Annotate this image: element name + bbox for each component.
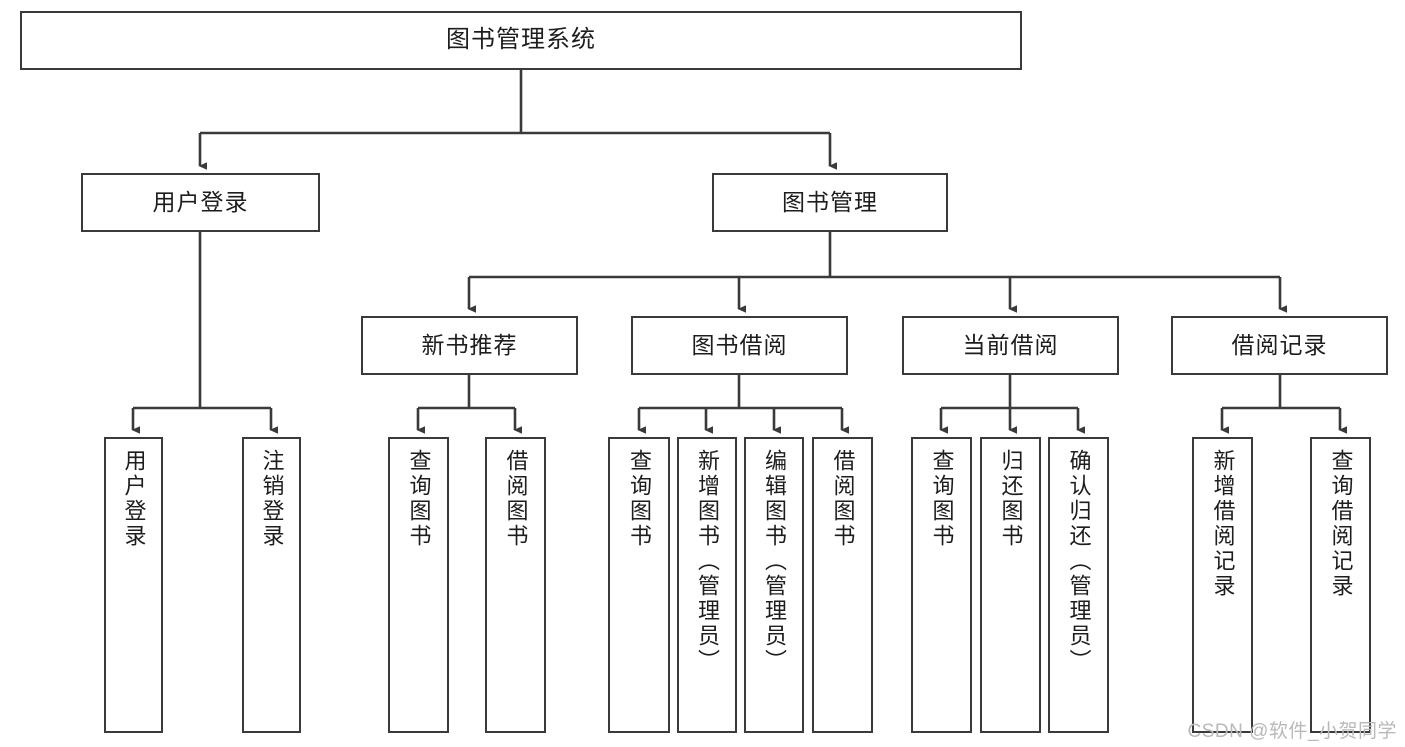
node-label: 确认归还（管理员） xyxy=(1066,449,1092,674)
node-label: 查询图书 xyxy=(406,449,432,549)
leaf-borrow-borrow-book[interactable]: 借阅图书 xyxy=(812,437,873,733)
leaf-borrow-edit-book-admin[interactable]: 编辑图书（管理员） xyxy=(744,437,804,733)
node-user-login[interactable]: 用户登录 xyxy=(81,173,320,232)
leaf-user-login-login[interactable]: 用户登录 xyxy=(104,437,163,733)
leaf-record-query-borrow-record[interactable]: 查询借阅记录 xyxy=(1310,437,1371,733)
leaf-recommend-borrow-book[interactable]: 借阅图书 xyxy=(485,437,546,733)
node-label: 新增借阅记录 xyxy=(1210,449,1236,599)
leaf-recommend-query-book[interactable]: 查询图书 xyxy=(388,437,449,733)
node-borrow-record[interactable]: 借阅记录 xyxy=(1171,316,1388,375)
node-label: 借阅记录 xyxy=(1231,331,1328,358)
leaf-current-confirm-return-admin[interactable]: 确认归还（管理员） xyxy=(1048,437,1109,733)
node-label: 查询图书 xyxy=(929,449,955,549)
node-label: 图书管理 xyxy=(782,188,878,215)
node-label: 用户登录 xyxy=(121,449,147,549)
watermark-text: CSDN @软件_小贺同学 xyxy=(1187,721,1397,742)
node-label: 查询借阅记录 xyxy=(1328,449,1354,599)
node-label: 借阅图书 xyxy=(830,449,856,549)
node-label: 当前借阅 xyxy=(962,331,1059,358)
node-label: 图书管理系统 xyxy=(446,26,596,54)
node-current-borrow[interactable]: 当前借阅 xyxy=(902,316,1119,375)
node-label: 新书推荐 xyxy=(421,331,518,358)
node-book-borrow[interactable]: 图书借阅 xyxy=(631,316,848,375)
node-label: 借阅图书 xyxy=(503,449,529,549)
leaf-record-add-borrow-record[interactable]: 新增借阅记录 xyxy=(1192,437,1253,733)
node-label: 归还图书 xyxy=(998,449,1024,549)
node-label: 用户登录 xyxy=(152,188,249,215)
node-label: 图书借阅 xyxy=(691,331,788,358)
leaf-current-query-book[interactable]: 查询图书 xyxy=(911,437,972,733)
node-book-management[interactable]: 图书管理 xyxy=(712,173,948,232)
node-root-book-management-system[interactable]: 图书管理系统 xyxy=(20,11,1022,70)
node-label: 查询图书 xyxy=(627,449,652,549)
node-new-book-recommend[interactable]: 新书推荐 xyxy=(361,316,578,375)
leaf-borrow-query-book[interactable]: 查询图书 xyxy=(608,437,670,733)
leaf-current-return-book[interactable]: 归还图书 xyxy=(980,437,1041,733)
node-label: 新增图书（管理员） xyxy=(695,449,720,674)
node-label: 编辑图书（管理员） xyxy=(762,449,787,674)
leaf-borrow-add-book-admin[interactable]: 新增图书（管理员） xyxy=(677,437,737,733)
leaf-user-login-logout[interactable]: 注销登录 xyxy=(242,437,301,733)
node-label: 注销登录 xyxy=(259,449,285,549)
